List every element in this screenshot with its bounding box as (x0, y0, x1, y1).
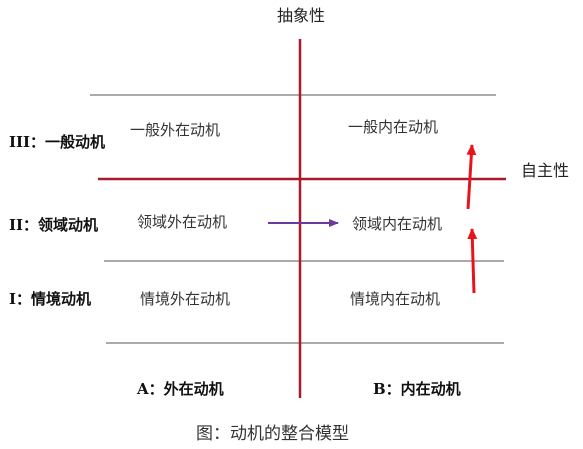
level-up-arrow-upper (466, 144, 477, 210)
cell-domain-intrinsic: 领域内在动机 (352, 215, 443, 233)
level-label-domain: II：领域动机 (9, 216, 99, 234)
cell-general-intrinsic: 一般内在动机 (348, 118, 439, 136)
column-label-intrinsic: B：内在动机 (373, 380, 461, 398)
horizontal-axis-label: 自主性 (521, 161, 570, 180)
cell-domain-extrinsic: 领域外在动机 (137, 213, 228, 231)
column-label-extrinsic: A：外在动机 (137, 380, 224, 398)
level-label-general: III：一般动机 (9, 133, 106, 151)
cell-situational-extrinsic: 情境外在动机 (140, 290, 231, 308)
vertical-axis-label: 抽象性 (277, 6, 326, 25)
figure-caption: 图：动机的整合模型 (196, 424, 349, 444)
cell-general-extrinsic: 一般外在动机 (130, 121, 221, 139)
cell-situational-intrinsic: 情境内在动机 (350, 290, 441, 308)
level-up-arrow-lower (467, 228, 478, 294)
level-label-situational: I：情境动机 (9, 290, 92, 308)
